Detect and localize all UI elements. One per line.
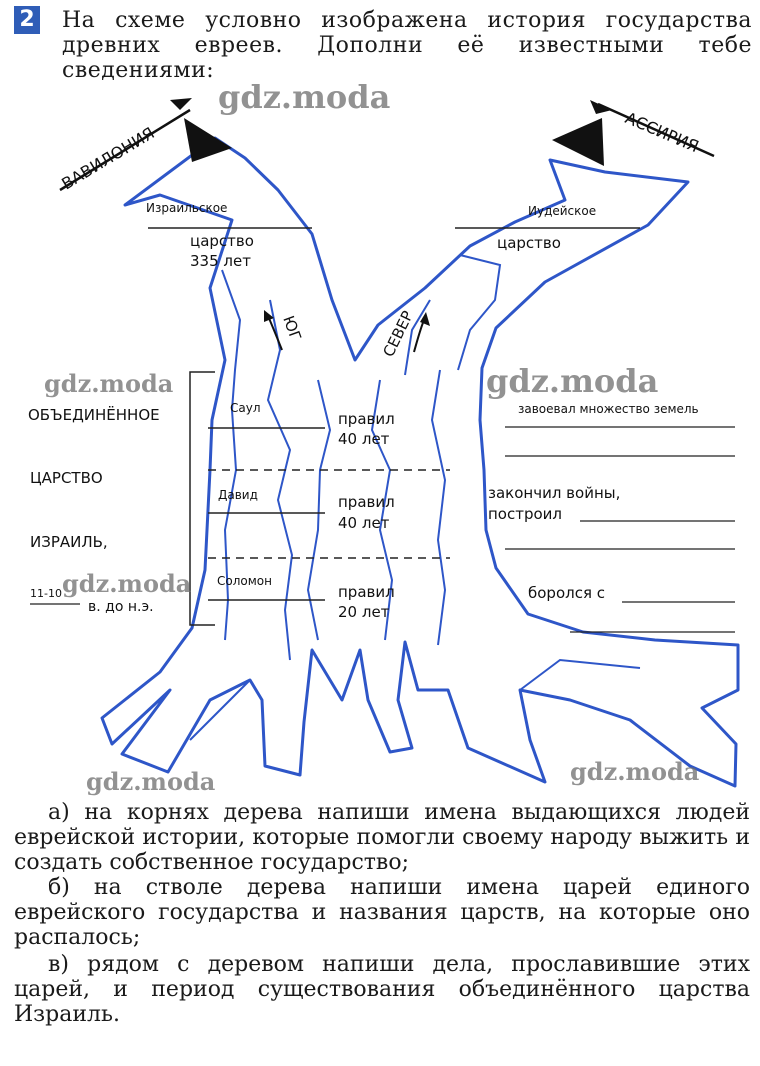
watermark: gdz.moda <box>486 362 658 400</box>
king-ruled: правил <box>338 410 395 428</box>
task-number-badge: 2 <box>14 6 40 34</box>
task-b: б) на стволе дерева напиши имена царей е… <box>14 875 750 950</box>
king-years: 40 лет <box>338 514 390 532</box>
task-intro: На схеме условно изображена история госу… <box>62 8 752 83</box>
babylon-flag-icon <box>170 98 192 110</box>
watermark: gdz.moda <box>44 369 173 398</box>
label-judea-kingdom-2: царство <box>497 234 561 252</box>
deed-text: боролся с <box>528 584 605 602</box>
label-united-1: ОБЪЕДИНЁННОЕ <box>28 405 160 424</box>
king-name: Давид <box>218 488 258 502</box>
watermark: gdz.moda <box>86 767 215 796</box>
history-tree-diagram: ВАВИЛОНИЯ АССИРИЯ ЮГ СЕВЕР Израильское ц… <box>28 78 740 796</box>
king-ruled: правил <box>338 583 395 601</box>
deed-text: построил <box>488 505 562 523</box>
babylon-axe-icon <box>184 118 232 162</box>
label-babylon: ВАВИЛОНИЯ <box>58 123 157 193</box>
king-years: 20 лет <box>338 603 390 621</box>
label-israel-kingdom: Израильское <box>146 201 227 215</box>
root-line <box>519 658 641 691</box>
label-century: 11-10 <box>30 587 62 600</box>
watermark: gdz.moda <box>62 569 191 598</box>
task-c: в) рядом с деревом напиши дела, прослави… <box>14 952 750 1027</box>
watermark: gdz.moda <box>218 78 390 116</box>
deed-text: завоевал множество земель <box>518 402 699 416</box>
trunk-line <box>266 299 294 661</box>
label-united-2: ЦАРСТВО <box>30 469 103 487</box>
label-assyria: АССИРИЯ <box>622 108 701 156</box>
trunk-line <box>370 379 394 641</box>
label-judea-kingdom: Иудейское <box>528 204 596 218</box>
task-a: а) на корнях дерева напиши имена выдающи… <box>14 800 750 875</box>
root-line <box>189 679 251 741</box>
king-ruled: правил <box>338 493 395 511</box>
label-south: ЮГ <box>279 313 305 343</box>
watermark: gdz.moda <box>570 757 699 786</box>
trunk-line <box>306 379 332 641</box>
king-name: Саул <box>230 401 261 415</box>
label-israel-kingdom-2: царство <box>190 232 254 250</box>
label-israel-years: 335 лет <box>190 252 251 270</box>
trunk-line <box>221 269 242 641</box>
king-name: Соломон <box>217 574 272 588</box>
trunk-line <box>404 299 431 376</box>
trunk-line <box>430 369 447 646</box>
deed-text: закончил войны, <box>488 484 620 502</box>
assyria-flag-icon <box>590 100 612 114</box>
label-united-3: ИЗРАИЛЬ, <box>30 533 108 551</box>
king-years: 40 лет <box>338 430 390 448</box>
assyria-axe-icon <box>552 118 604 166</box>
united-bracket <box>189 371 215 626</box>
trunk-line <box>457 254 502 371</box>
label-bc: в. до н.э. <box>88 599 154 615</box>
